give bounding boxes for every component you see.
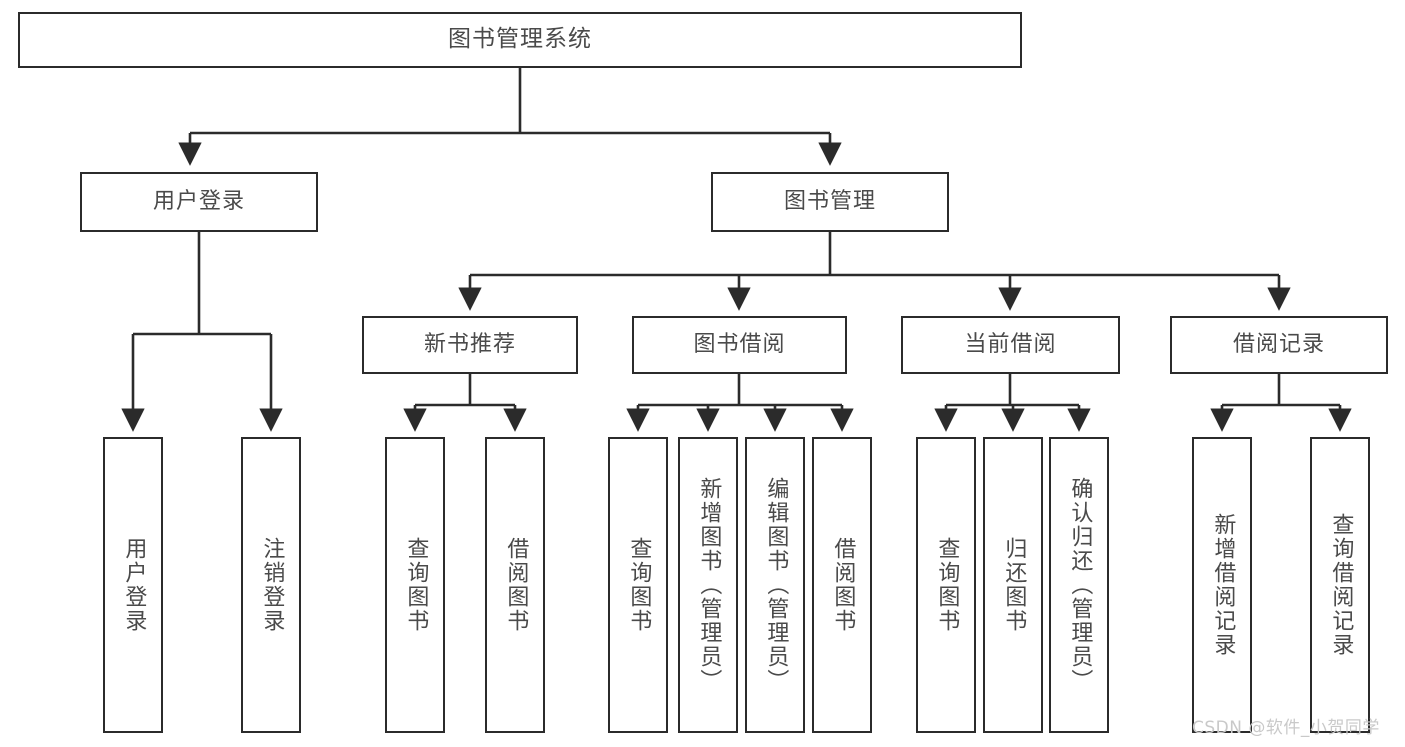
leaf-recommend-query-book-label: 查询图书 [403,537,429,633]
node-user-login-label: 用户登录 [152,189,245,215]
leaf-borrow-query-book-label: 查询图书 [626,537,652,633]
leaf-user-login-logout-label: 注销登录 [259,537,285,633]
leaf-recommend-query-book[interactable]: 查询图书 [385,437,445,733]
node-root-label: 图书管理系统 [448,26,592,53]
node-book-borrow[interactable]: 图书借阅 [632,316,847,374]
leaf-borrow-borrow-book[interactable]: 借阅图书 [812,437,872,733]
leaf-borrow-add-book-label: 新增图书（管理员） [696,477,722,693]
leaf-record-add-record-label: 新增借阅记录 [1210,513,1236,657]
leaf-borrow-borrow-book-label: 借阅图书 [830,537,856,633]
leaf-record-query-record-label: 查询借阅记录 [1328,513,1354,657]
leaf-current-return-book[interactable]: 归还图书 [983,437,1043,733]
node-current-borrow-label: 当前借阅 [964,332,1057,358]
leaf-user-login-logout[interactable]: 注销登录 [241,437,301,733]
node-book-management[interactable]: 图书管理 [711,172,949,232]
leaf-current-confirm-return-label: 确认归还（管理员） [1067,477,1093,693]
watermark-text: CSDN @软件_小贺同学 [1192,718,1380,738]
leaf-recommend-borrow-book-label: 借阅图书 [503,537,529,633]
node-new-book-recommend[interactable]: 新书推荐 [362,316,578,374]
leaf-user-login-login[interactable]: 用户登录 [103,437,163,733]
leaf-current-confirm-return[interactable]: 确认归还（管理员） [1049,437,1109,733]
leaf-borrow-query-book[interactable]: 查询图书 [608,437,668,733]
leaf-borrow-edit-book-label: 编辑图书（管理员） [763,477,789,693]
leaf-current-return-book-label: 归还图书 [1001,537,1027,633]
leaf-recommend-borrow-book[interactable]: 借阅图书 [485,437,545,733]
leaf-borrow-add-book[interactable]: 新增图书（管理员） [678,437,738,733]
node-borrow-record-label: 借阅记录 [1232,332,1325,358]
node-current-borrow[interactable]: 当前借阅 [901,316,1120,374]
node-book-borrow-label: 图书借阅 [693,332,786,358]
leaf-record-query-record[interactable]: 查询借阅记录 [1310,437,1370,733]
leaf-user-login-login-label: 用户登录 [121,537,147,633]
node-borrow-record[interactable]: 借阅记录 [1170,316,1388,374]
node-book-management-label: 图书管理 [783,189,876,215]
leaf-record-add-record[interactable]: 新增借阅记录 [1192,437,1252,733]
leaf-current-query-book[interactable]: 查询图书 [916,437,976,733]
node-user-login[interactable]: 用户登录 [80,172,318,232]
node-root[interactable]: 图书管理系统 [18,12,1022,68]
leaf-current-query-book-label: 查询图书 [934,537,960,633]
leaf-borrow-edit-book[interactable]: 编辑图书（管理员） [745,437,805,733]
node-new-book-recommend-label: 新书推荐 [423,332,516,358]
